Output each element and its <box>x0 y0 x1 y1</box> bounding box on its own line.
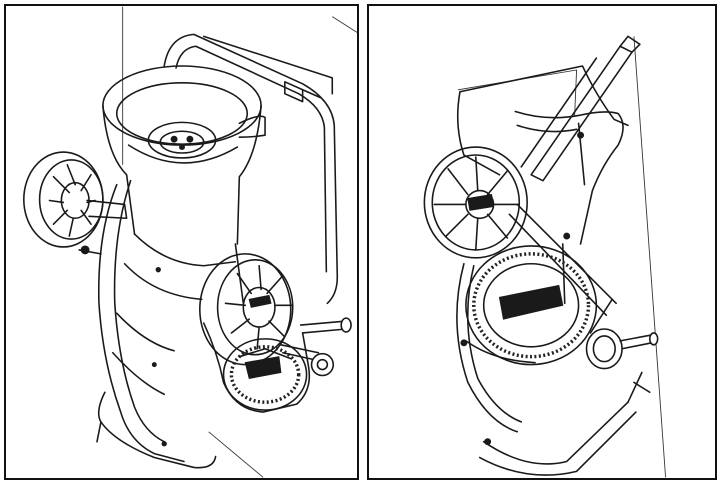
right-wheel <box>199 253 294 366</box>
chipper-body <box>514 110 624 305</box>
chipper-upright-drawing <box>23 6 357 478</box>
base-frame <box>96 391 217 469</box>
fan-housing <box>456 245 598 446</box>
hopper-rear <box>456 65 629 176</box>
left-wheel <box>23 151 128 255</box>
chipper-tilted-drawing <box>423 35 667 478</box>
crank-knob <box>585 298 659 370</box>
handle-frame <box>163 33 339 305</box>
discharge-chute <box>202 322 311 413</box>
left-illustration-panel <box>4 4 359 480</box>
crank-handle <box>280 317 352 377</box>
hopper <box>102 65 266 245</box>
right-illustration-panel <box>367 4 717 480</box>
chipper-body <box>97 179 245 463</box>
discharge-chute <box>478 371 651 476</box>
wheel <box>423 146 528 259</box>
